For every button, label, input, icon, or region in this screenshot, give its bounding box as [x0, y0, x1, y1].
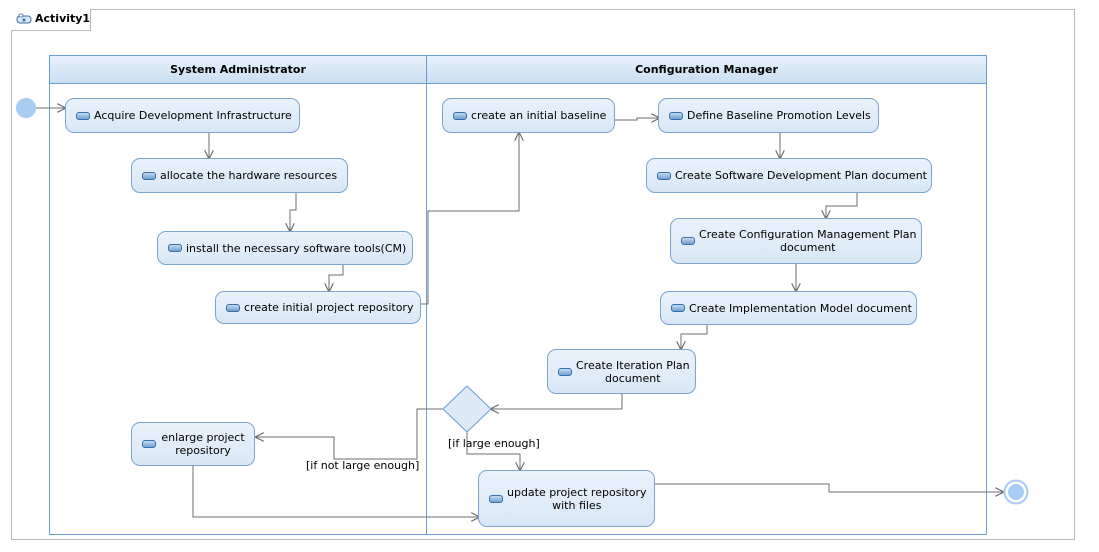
action-create-initial-baseline[interactable]: create an initial baseline	[442, 98, 615, 133]
flow-createrepo-to-baseline	[421, 133, 519, 305]
swimlane-header: System Administrator	[50, 56, 426, 84]
flow-allocate-to-install	[290, 193, 297, 231]
action-label: Define Baseline Promotion Levels	[687, 109, 871, 122]
action-icon	[657, 171, 671, 180]
action-label: Create Implementation Model document	[689, 301, 912, 315]
action-label: install the necessary software tools(CM)	[186, 241, 407, 255]
action-icon	[681, 237, 695, 245]
action-create-implementation-model[interactable]: Create Implementation Model document	[660, 291, 917, 325]
action-label: allocate the hardware resources	[160, 169, 338, 182]
action-icon	[453, 111, 467, 120]
diagram-tab	[11, 9, 91, 31]
action-acquire-development-infrastructure[interactable]: Acquire Development Infrastructure	[65, 98, 300, 133]
guard-not-large-enough: [if not large enough]	[306, 459, 420, 472]
action-install-software-tools[interactable]: install the necessary software tools(CM)	[157, 231, 413, 265]
flow-baseline-to-promotion	[615, 118, 659, 120]
action-icon	[226, 303, 240, 312]
action-label: create an initial baseline	[471, 109, 607, 122]
diagram-title: Activity1	[35, 12, 91, 25]
flow-enlarge-to-update	[192, 466, 479, 517]
action-icon	[142, 171, 156, 180]
action-label: Create Software Development Plan documen…	[675, 169, 927, 182]
flow-iter-to-decision	[491, 394, 623, 409]
decision-node	[442, 385, 492, 433]
action-label: Acquire Development Infrastructure	[94, 109, 292, 122]
action-icon	[669, 111, 683, 120]
action-icon	[671, 304, 685, 312]
action-icon	[489, 494, 503, 503]
activity-icon	[16, 13, 32, 24]
action-icon	[142, 440, 156, 448]
final-node-inner	[1008, 484, 1024, 500]
action-allocate-hardware[interactable]: allocate the hardware resources	[131, 158, 348, 193]
action-icon	[76, 111, 90, 120]
flow-decision-to-enlarge	[256, 408, 443, 460]
action-label: create initial project repository	[244, 301, 414, 314]
swimlane-header: Configuration Manager	[427, 56, 986, 84]
action-define-baseline-promotion-levels[interactable]: Define Baseline Promotion Levels	[658, 98, 879, 133]
action-create-initial-repository[interactable]: create initial project repository	[215, 291, 421, 324]
action-create-software-development-plan[interactable]: Create Software Development Plan documen…	[646, 158, 932, 193]
flow-sdp-to-cmp	[826, 193, 858, 218]
flow-update-to-final	[655, 483, 1003, 492]
guard-large-enough: [if large enough]	[448, 437, 540, 450]
flow-install-to-createrepo	[329, 265, 344, 291]
flow-impl-to-iter	[681, 325, 708, 349]
action-icon	[558, 367, 572, 376]
flow-decision-to-update	[466, 432, 520, 470]
initial-node	[16, 98, 36, 118]
action-icon	[168, 244, 182, 252]
